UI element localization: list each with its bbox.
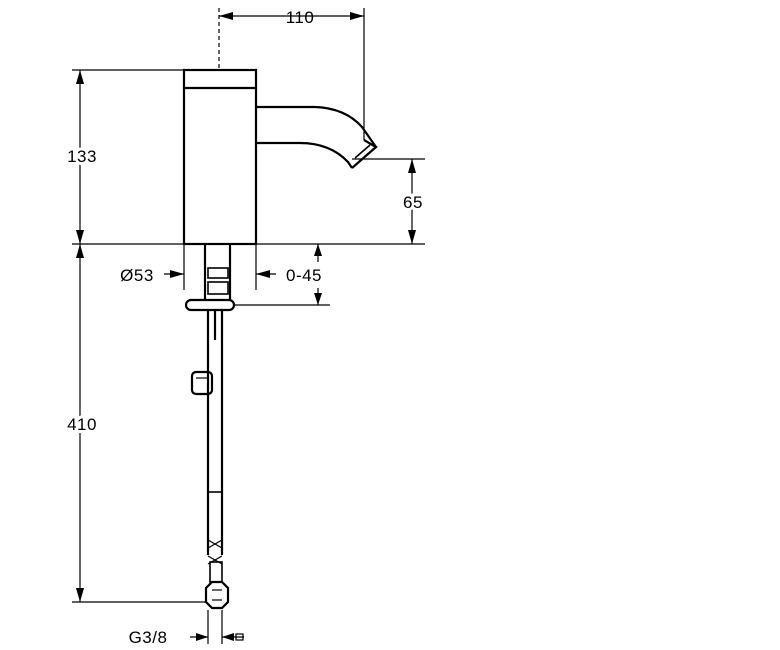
dimension-g38-label: G3/8: [129, 628, 168, 647]
dimension-d53-label: Ø53: [120, 266, 154, 285]
dimension-110-label: 110: [286, 8, 315, 27]
dimension-body-height: 133: [64, 69, 184, 245]
dimension-connection-thread: G3/8: [129, 610, 244, 647]
thermostat-cartridge: [190, 370, 214, 396]
connection-nut: [204, 580, 230, 610]
faucet-spout: [256, 105, 378, 169]
dimension-supply-length: 410: [64, 244, 206, 603]
dimension-0-45-label: 0-45: [286, 266, 322, 285]
dimension-410-label: 410: [67, 415, 97, 434]
dimension-133-label: 133: [67, 147, 97, 166]
dimension-spout-height: 65: [256, 158, 425, 245]
faucet-body: [182, 68, 258, 246]
dimension-65-label: 65: [403, 193, 423, 212]
mounting-shank: [184, 244, 236, 340]
supply-hose: [206, 310, 224, 583]
dimension-deck-thickness: 0-45: [234, 244, 330, 306]
dimension-spout-reach: 110: [218, 8, 365, 140]
dimension-body-diameter: Ø53: [120, 244, 276, 290]
